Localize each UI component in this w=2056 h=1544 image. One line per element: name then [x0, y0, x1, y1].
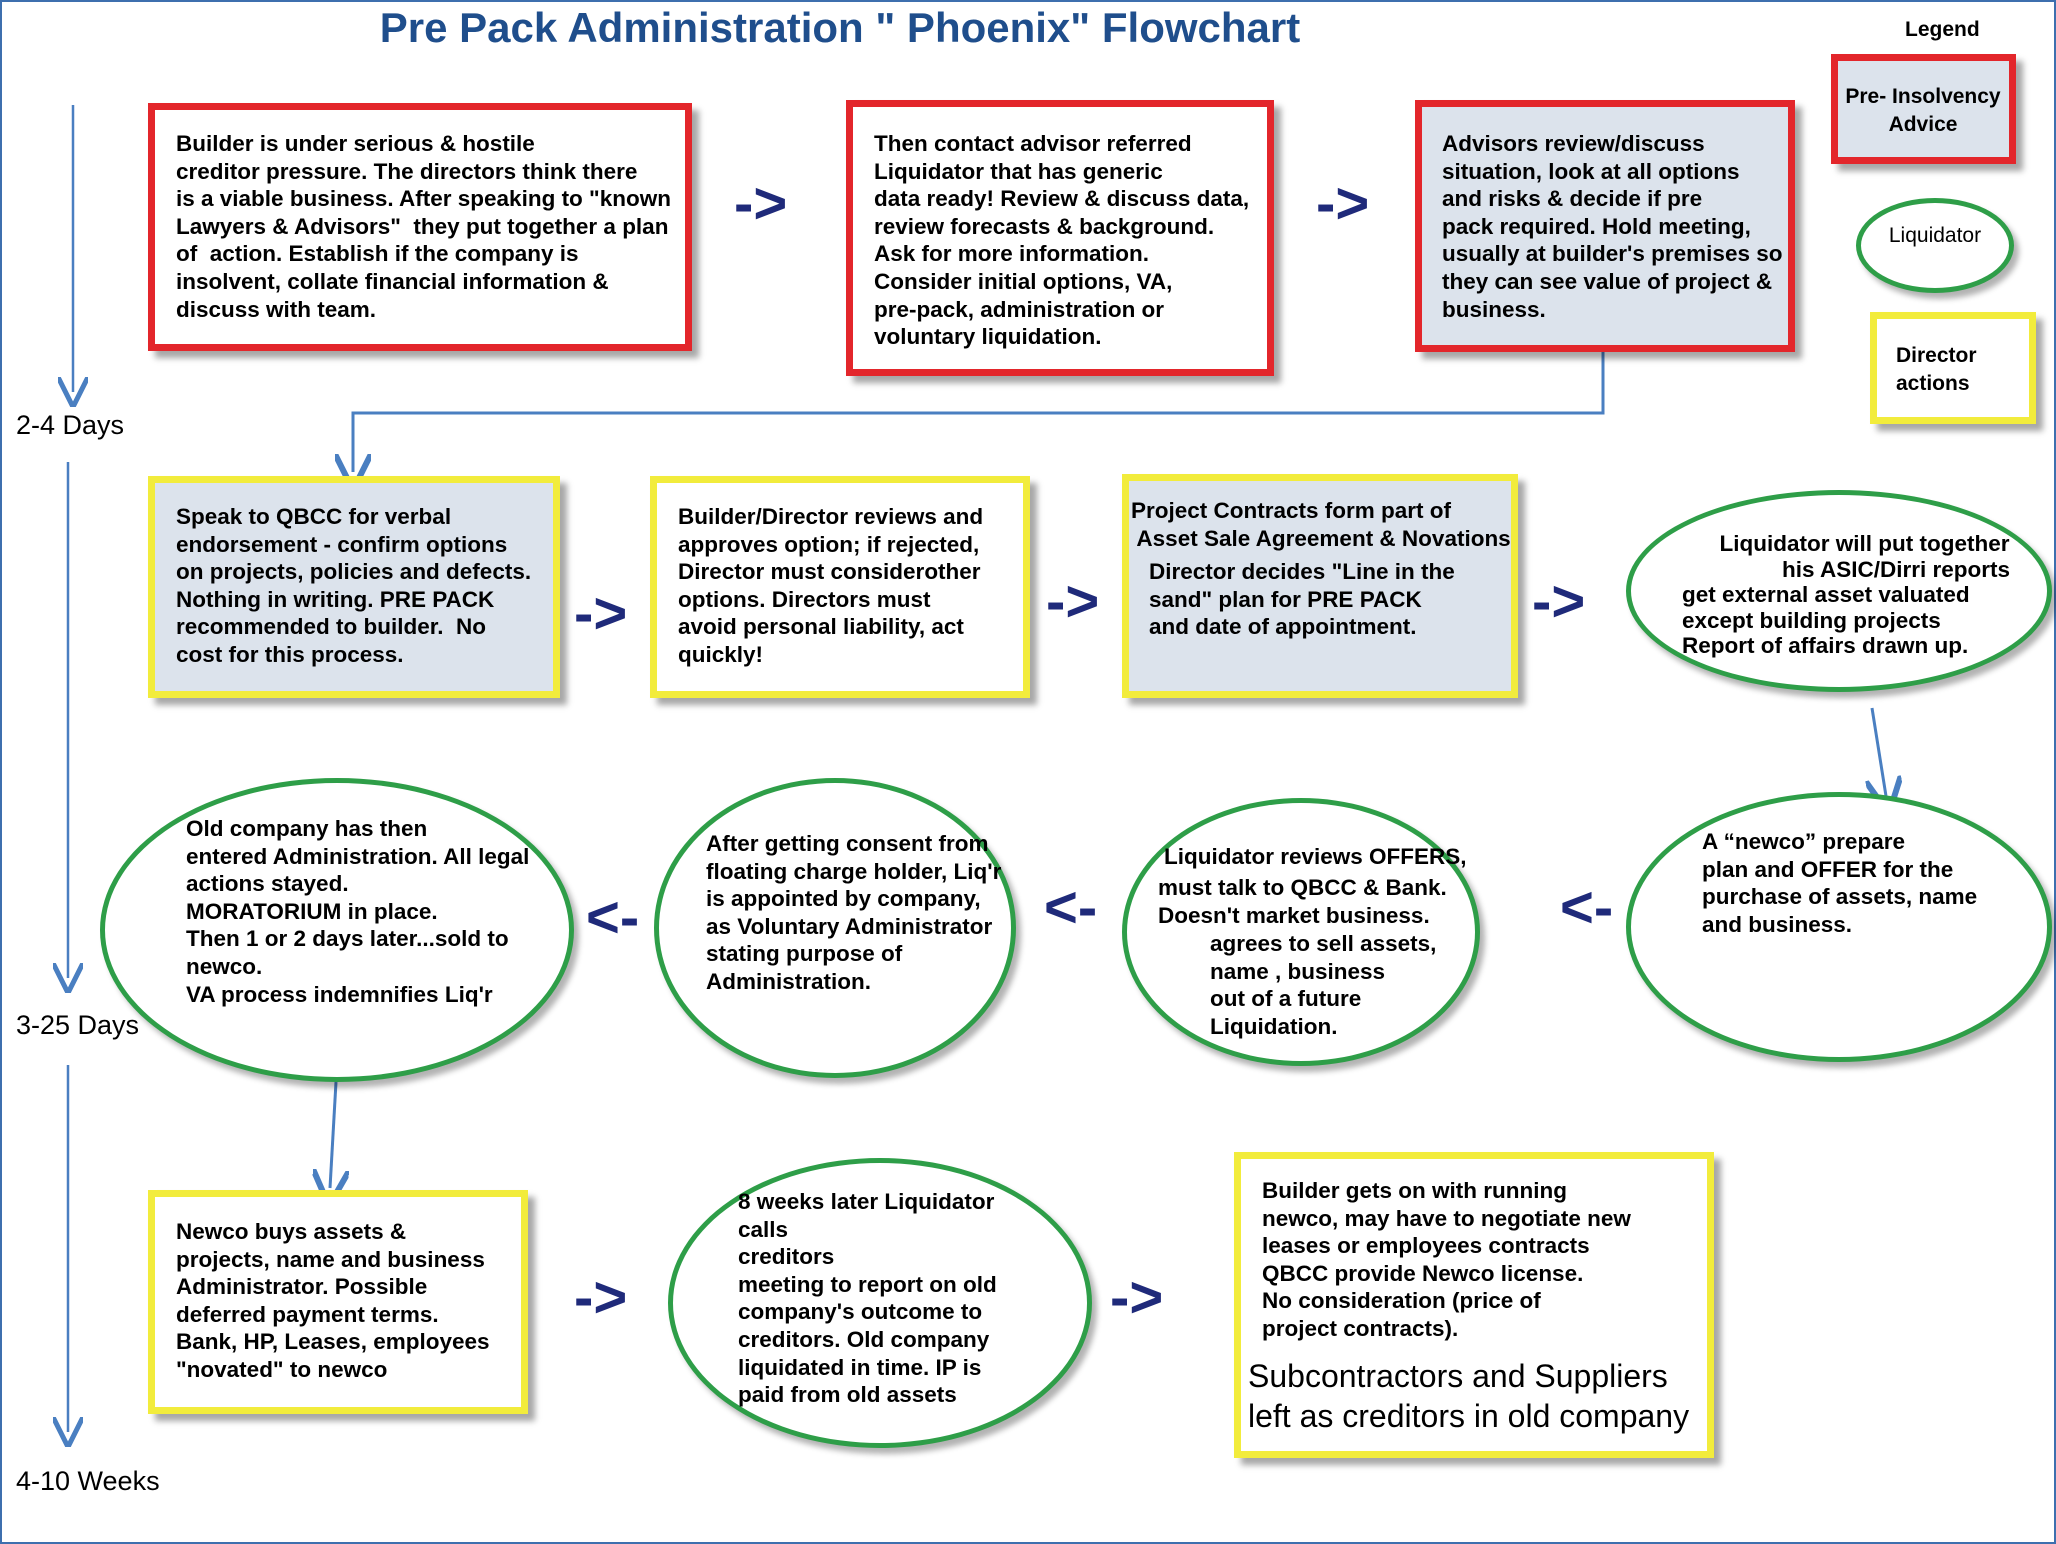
timeline-label-3: 4-10 Weeks [16, 1466, 160, 1496]
step-director-approves [650, 476, 1030, 698]
step-contact-advisor [846, 100, 1274, 376]
step-newco-offer [1626, 792, 2052, 1062]
arrow-right-2: -> [1316, 171, 1370, 236]
timeline-label-1: 2-4 Days [16, 410, 125, 440]
legend-director [1870, 312, 2036, 424]
arrow-right-6: -> [574, 1265, 628, 1330]
legend-director-label: Director actions [1896, 344, 1977, 395]
legend-title: Legend [1905, 18, 1980, 41]
step-line-in-the-sand [1122, 474, 1518, 698]
connector-row1-to-row2 [353, 352, 1605, 472]
step-newco-offer-text: A “newco” prepare plan and OFFER for the… [1702, 829, 1978, 937]
step-advisors-review-text: Advisors review/discuss situation, look … [1442, 131, 1783, 322]
step-liquidator-reports [1626, 490, 2052, 692]
arrow-left-2: <- [1044, 875, 1098, 940]
legend-liquidator-label: Liquidator [1888, 224, 1982, 247]
arrow-left-1: <- [1560, 875, 1614, 940]
step-liquidator-reviews-offers [1122, 798, 1480, 1066]
step-line-in-the-sand-text-b: Director decides "Line in the sand" plan… [1149, 559, 1455, 640]
step-builder-pressure-text: Builder is under serious & hostile credi… [176, 131, 671, 322]
step-liquidator-reports-text: Liquidator will put together his ASIC/Di… [1682, 531, 2010, 658]
step-builder-pressure [148, 103, 692, 351]
step-old-company-administration [100, 778, 574, 1082]
arrow-left-3: <- [586, 885, 640, 950]
arrow-right-3: -> [574, 581, 628, 646]
connector-row3-to-row4 [330, 1081, 336, 1188]
step-liquidator-reviews-offers-text-c: agrees to sell assets, name , business o… [1210, 931, 1437, 1039]
step-liquidator-reviews-offers-text-b: must talk to QBCC & Bank. Doesn't market… [1158, 875, 1447, 928]
arrow-right-7: -> [1110, 1265, 1164, 1330]
step-newco-buys-assets-text: Newco buys assets & projects, name and b… [176, 1219, 490, 1382]
step-creditors-meeting [668, 1158, 1092, 1448]
arrow-right-4: -> [1046, 569, 1100, 634]
step-creditors-meeting-text: 8 weeks later Liquidator calls creditors… [738, 1189, 997, 1408]
step-director-approves-text: Builder/Director reviews and approves op… [678, 504, 984, 667]
arrow-right-1: -> [734, 171, 788, 236]
step-line-in-the-sand-text-a: Project Contracts form part of Asset Sal… [1131, 498, 1511, 551]
step-liquidator-reviews-offers-text-a: Liquidator reviews OFFERS, [1164, 844, 1467, 869]
step-speak-qbcc-text: Speak to QBCC for verbal endorsement - c… [176, 504, 532, 667]
legend-liquidator [1856, 198, 2014, 293]
step-builder-running-newco [1234, 1152, 1714, 1458]
timeline-label-2: 3-25 Days [16, 1010, 140, 1040]
step-contact-advisor-text: Then contact advisor referred Liquidator… [874, 131, 1250, 350]
legend-pre-insolvency-label: Pre- Insolvency Advice [1845, 85, 2001, 136]
step-newco-buys-assets [148, 1190, 528, 1414]
legend-pre-insolvency [1831, 54, 2016, 164]
arrow-right-5: -> [1532, 569, 1586, 634]
step-speak-qbcc [148, 476, 560, 698]
step-builder-running-newco-note: Subcontractors and Suppliers left as cre… [1248, 1358, 1690, 1434]
step-liquidator-appointed-text: After getting consent from floating char… [706, 831, 1002, 994]
step-liquidator-appointed [654, 778, 1016, 1078]
connector-row2-to-row3 [1872, 707, 1886, 796]
step-advisors-review [1415, 100, 1795, 352]
step-builder-running-newco-text: Builder gets on with running newco, may … [1262, 1178, 1631, 1341]
page-title: Pre Pack Administration " Phoenix" Flowc… [379, 4, 1301, 51]
step-old-company-administration-text: Old company has then entered Administrat… [186, 816, 530, 1007]
